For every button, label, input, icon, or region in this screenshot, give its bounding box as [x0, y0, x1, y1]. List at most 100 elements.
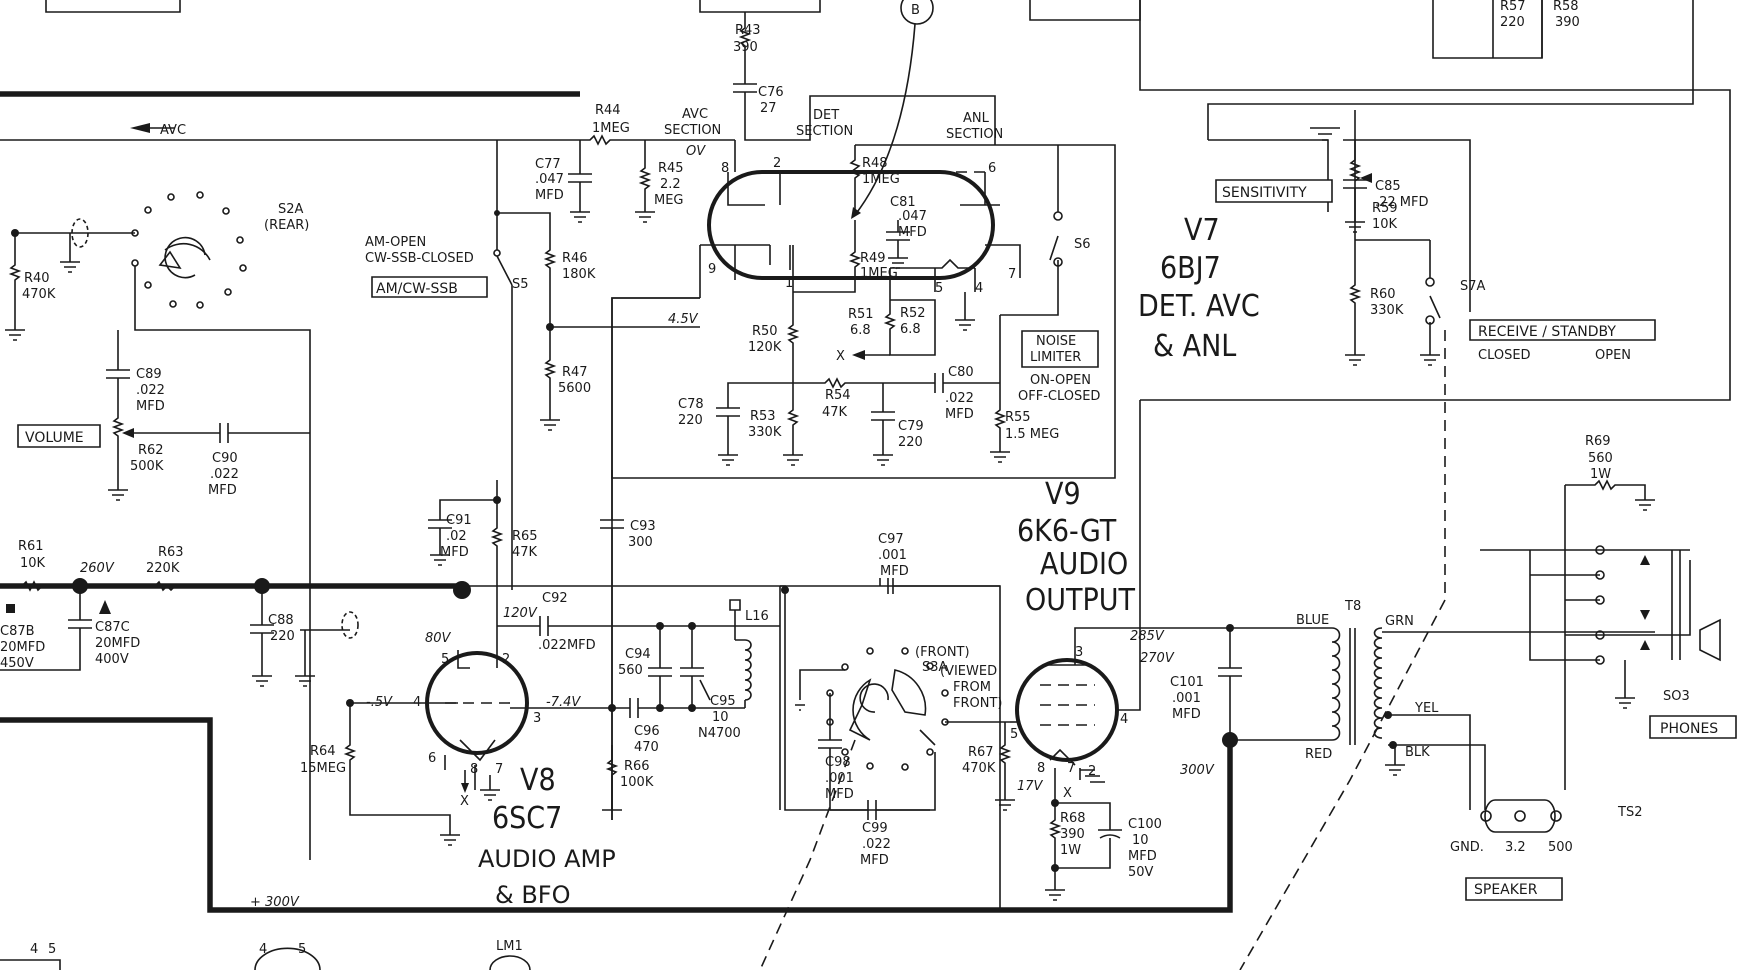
r47-value: 5600	[558, 381, 591, 396]
r63-label: R63	[158, 545, 184, 560]
bottom-stubs: 4 5 4 5 LM1	[0, 939, 531, 970]
c99-label: C99	[862, 821, 888, 836]
v7-pin-9: 9	[708, 262, 716, 277]
speaker-label: SPEAKER	[1474, 882, 1538, 898]
r69-value: 560	[1588, 451, 1613, 466]
r57-value: 220	[1500, 15, 1525, 30]
s5-note-2: CW-SSB-CLOSED	[365, 251, 474, 266]
c76-value: 27	[760, 101, 777, 116]
c85-label: C85	[1375, 179, 1401, 194]
r60-value: 330K	[1370, 303, 1404, 318]
r40-label: R40	[24, 271, 50, 286]
s7a-label: S7A	[1460, 279, 1486, 294]
v7-pin-1: 1	[785, 276, 793, 291]
r45-label: R45	[658, 161, 684, 176]
v8-pin-2: 2	[502, 652, 510, 667]
v9-envelope	[1015, 658, 1119, 762]
r47-label: R47	[562, 365, 588, 380]
bottom-pin-5b: 5	[298, 942, 306, 957]
bottom-pin-4a: 4	[30, 942, 38, 957]
r55-value: 1.5 MEG	[1005, 427, 1059, 442]
noise-limiter-label-1: NOISE	[1036, 334, 1076, 349]
v9-designator: V9	[1045, 477, 1081, 512]
c87c-value: 20MFD	[95, 636, 140, 651]
v9-pin-2: 2	[1088, 764, 1096, 779]
sensitivity-area: C85 .22 MFD SENSITIVITY R59 10K R60 330K…	[1208, 110, 1656, 970]
c85-value: .22 MFD	[1375, 195, 1429, 210]
s2a-sub: (REAR)	[264, 218, 309, 233]
x-mark-2: X	[460, 794, 469, 809]
c81-label: C81	[890, 195, 916, 210]
r68-value: 390	[1060, 827, 1085, 842]
b-marker-label: B	[911, 3, 920, 18]
c97-label: C97	[878, 532, 904, 547]
am-cw-ssb-label: AM/CW-SSB	[376, 281, 458, 297]
c98-value: .001	[825, 771, 854, 786]
c92-label: C92	[542, 591, 568, 606]
r48-label: R48	[862, 156, 888, 171]
r65-value: 47K	[512, 545, 538, 560]
r53-value: 330K	[748, 425, 782, 440]
r45-value: 2.2	[660, 177, 681, 192]
r51-label: R51	[848, 307, 874, 322]
v8-pin-3: 3	[533, 711, 541, 726]
r61-value: 10K	[20, 556, 46, 571]
r50-label: R50	[752, 324, 778, 339]
s3a-viewed-3: FRONT)	[953, 696, 1002, 711]
c93-value: 300	[628, 535, 653, 550]
v9-type: 6K6-GT	[1017, 514, 1117, 549]
r43-value: 390	[733, 40, 758, 55]
v9-pin-5: 5	[1010, 727, 1018, 742]
c87b-voltage: 450V	[0, 656, 34, 671]
bottom-pin-5a: 5	[48, 942, 56, 957]
v7-title: V7 6BJ7 DET. AVC & ANL	[1138, 213, 1260, 364]
r44-value: 1MEG	[592, 121, 630, 136]
v8-designator: V8	[520, 763, 556, 798]
x-mark-1: X	[836, 349, 845, 364]
r53-label: R53	[750, 409, 776, 424]
v8-area: C91 .02 MFD R65 47K 120V C92 .022MFD 80V…	[300, 470, 780, 909]
c94-value: 560	[618, 663, 643, 678]
s2a-label: S2A	[278, 202, 304, 217]
c95-unit: N4700	[698, 726, 741, 741]
avc-section-1: AVC	[682, 107, 708, 122]
r62-label: R62	[138, 443, 164, 458]
det-section-2: SECTION	[796, 124, 853, 139]
c92-value: .022MFD	[538, 638, 596, 653]
v17-voltage: 17V	[1017, 779, 1044, 794]
r61-label: R61	[18, 539, 44, 554]
c91-value: .02	[446, 529, 467, 544]
blk-lead: BLK	[1405, 745, 1430, 760]
r65-label: R65	[512, 529, 538, 544]
c81-unit: MFD	[898, 225, 927, 240]
c95-value: 10	[712, 710, 729, 725]
r50-value: 120K	[748, 340, 782, 355]
r58-value: 390	[1555, 15, 1580, 30]
v80-voltage: 80V	[425, 631, 452, 646]
r68-label: R68	[1060, 811, 1086, 826]
r49-value: 1MEG	[860, 266, 898, 281]
ov-voltage: OV	[686, 144, 706, 159]
c90-unit: MFD	[208, 483, 237, 498]
c100-unit: MFD	[1128, 849, 1157, 864]
v7-designator: V7	[1184, 213, 1220, 248]
s3a-viewed-1: (VIEWED	[940, 664, 997, 679]
c95-label: C95	[710, 694, 736, 709]
c79-value: 220	[898, 435, 923, 450]
c96-label: C96	[634, 724, 660, 739]
v7-function-1: DET. AVC	[1138, 289, 1260, 324]
r57-r58-area: R57 220 R58 390	[1492, 0, 1580, 58]
v8-pin-8: 8	[470, 762, 478, 777]
v270-voltage: 270V	[1140, 651, 1175, 666]
r49-label: R49	[860, 251, 886, 266]
c94-label: C94	[625, 647, 651, 662]
c77-label: C77	[535, 157, 561, 172]
r52-label: R52	[900, 306, 926, 321]
r51-value: 6.8	[850, 323, 871, 338]
t32-terminal: 3.2	[1505, 840, 1526, 855]
c96-value: 470	[634, 740, 659, 755]
sensitivity-label: SENSITIVITY	[1222, 185, 1307, 201]
c101-unit: MFD	[1172, 707, 1201, 722]
v9-pin-4: 4	[1120, 712, 1128, 727]
s3a-front: (FRONT)	[915, 645, 970, 660]
